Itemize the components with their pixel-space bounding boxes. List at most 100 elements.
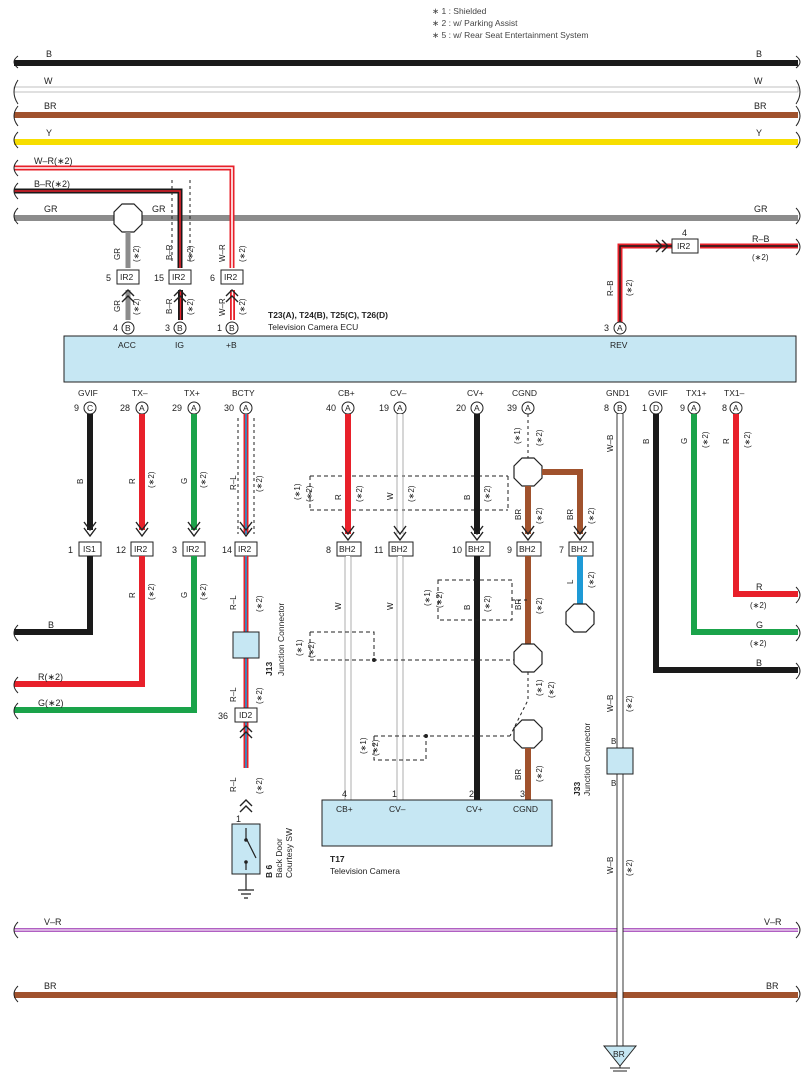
ecu-pin-gvif2: GVIF <box>648 388 668 398</box>
pin-letter-bcty: A <box>243 403 249 413</box>
j33-code: J33 <box>572 782 582 796</box>
bus-wire-b <box>14 60 798 66</box>
bus-wire-br-bottom <box>14 992 798 998</box>
pin-num-tx-plus: 29 <box>172 403 182 413</box>
note-shield-left-2: (∗2) <box>307 641 316 658</box>
b6-name1: Back Door <box>274 838 284 878</box>
note-cvm: (∗2) <box>407 485 416 502</box>
connector-label-is1: IS1 <box>83 544 96 554</box>
ecu-pin-cb-plus: CB+ <box>338 388 355 398</box>
note-shield-mid-2: (∗2) <box>435 591 444 608</box>
pin-letter-cgnd: A <box>525 403 531 413</box>
pin-num-bh2-9: 9 <box>507 545 512 555</box>
pin-letter-tx1-plus: A <box>691 403 697 413</box>
wire-label-rev-rb: R–B <box>606 280 615 296</box>
bus-label-w-right: W <box>754 76 763 86</box>
pin-letter-gvif: C <box>87 403 93 413</box>
pin-num-plus-b: 1 <box>217 323 222 333</box>
wire-label-ig-br2: B–R <box>165 298 174 314</box>
wire-label-gnd1-wb-2: W–B <box>606 695 615 712</box>
connector-label-bh2-9: BH2 <box>519 544 536 554</box>
ecu-pin-cv-minus: CV– <box>390 388 407 398</box>
pin-letter-cv-plus: A <box>474 403 480 413</box>
bus-label-br2-left: BR <box>44 981 57 991</box>
ecu-name: Television Camera ECU <box>268 322 358 332</box>
bus-label-br2-right: BR <box>766 981 779 991</box>
pin-num-cgnd: 39 <box>507 403 517 413</box>
note-shield-top-2: (∗2) <box>305 485 314 502</box>
ground-point-br <box>602 1045 638 1067</box>
wire-label-acc-gr2: GR <box>113 300 122 312</box>
note-cgnd-br: (∗2) <box>535 507 544 524</box>
pin-num-bh2-8: 8 <box>326 545 331 555</box>
note-ig-bot: (∗2) <box>186 298 195 315</box>
ecu-pin-plus-b: +B <box>226 340 237 350</box>
pin-num-bh2-11: 11 <box>374 545 383 555</box>
j13-code: J13 <box>264 662 274 676</box>
pin-num-cam-cvm: 1 <box>392 789 397 799</box>
connector-label-ir2-ig: IR2 <box>172 272 186 282</box>
pin-num-bcty: 30 <box>224 403 234 413</box>
note-shield-left-1: (∗1) <box>295 639 304 656</box>
wire-label-ig-br: B–R <box>165 244 174 260</box>
pin-num-gvif: 9 <box>74 403 79 413</box>
bus-wire-w <box>13 86 799 93</box>
wire-label-cgnd-br2: BR <box>514 599 523 610</box>
connector-ir2-ig <box>168 269 192 285</box>
ground-icon-main <box>610 1066 630 1072</box>
television-camera-ecu: T23(A), T24(B), T25(C), T26(D) Televisio… <box>63 310 797 398</box>
b6-name2: Courtesy SW <box>284 828 294 878</box>
wire-label-cvm-w: W <box>386 492 395 500</box>
note-right-g: (∗2) <box>750 639 767 648</box>
note-acc-top: (∗2) <box>132 245 141 262</box>
gnd1-circuit: B B J33 Junction Connector W–B W–B (∗2) … <box>572 414 638 1072</box>
camera-pin-cvm: CV– <box>389 804 406 814</box>
pin-num-cam-cbp: 4 <box>342 789 347 799</box>
camera-pin-cgnd: CGND <box>513 804 538 814</box>
wire-label-b6-rl: R–L <box>229 777 238 792</box>
connector-ir2-b <box>220 269 244 285</box>
wire-label-gnd1-wb-3: W–B <box>606 857 615 874</box>
pin-num-bh2-7: 7 <box>559 545 564 555</box>
bus-label-y-right: Y <box>756 128 762 138</box>
note-txm-top: (∗2) <box>147 471 156 488</box>
note-j13-top: (∗2) <box>255 595 264 612</box>
pin-num-tx1-minus: 8 <box>722 403 727 413</box>
ground-label: BR <box>613 1049 625 1059</box>
connector-label-bh2-11: BH2 <box>391 544 408 554</box>
ecu-pin-bcty: BCTY <box>232 388 255 398</box>
pin-letter-tx-minus: A <box>139 403 145 413</box>
note-right-r: (∗2) <box>750 601 767 610</box>
wire-label-right-b: B <box>756 658 762 668</box>
pin-num-ig: 3 <box>165 323 170 333</box>
pin-acc <box>121 321 135 335</box>
bus-wire-gr <box>14 215 798 221</box>
bus-lines: B B W W BR BR Y Y GR GR GR V–R V–R BR BR <box>13 49 801 1003</box>
connector-label-bh2-8: BH2 <box>339 544 356 554</box>
note-txp-bot: (∗2) <box>199 583 208 600</box>
note-gnd1-mid: (∗2) <box>625 695 634 712</box>
camera-code: T17 <box>330 854 345 864</box>
wire-label-left-b: B <box>48 620 54 630</box>
bus-label-gr-right: GR <box>754 204 768 214</box>
note-cgnd-1: (∗1) <box>513 427 522 444</box>
ecu-bottom-pins: C 9 A 28 A 29 A 30 A 40 A 19 A 20 A 39 B… <box>74 401 743 415</box>
note-ig-top: (∗2) <box>186 245 195 262</box>
wire-label-j13-rl-top: R–L <box>229 595 238 610</box>
pin-num-ir2-4: 4 <box>682 228 687 238</box>
pin-ig <box>173 321 187 335</box>
bus-label-vr-left: V–R <box>44 917 62 927</box>
note-b-top: (∗2) <box>238 245 247 262</box>
note-gnd1-low: (∗2) <box>625 859 634 876</box>
pin-letter-ig: B <box>177 323 183 333</box>
pin-num-tx1-plus: 9 <box>680 403 685 413</box>
connector-label-ir2-txm: IR2 <box>134 544 148 554</box>
ecu-pin-acc: ACC <box>118 340 136 350</box>
wire-label-right-r: R <box>756 582 763 592</box>
bus-label-y-left: Y <box>46 128 52 138</box>
rev-wire: IR2 4 R–B (∗2) R–B (∗2) A 3 <box>604 228 801 335</box>
pin-num-ir2-12: 12 <box>116 545 126 555</box>
j33-pin-top: B <box>611 737 616 746</box>
television-camera: 4 1 2 3 CB+ CV– CV+ CGND T17 Television … <box>321 789 553 876</box>
note-cgnd-2: (∗2) <box>535 429 544 446</box>
